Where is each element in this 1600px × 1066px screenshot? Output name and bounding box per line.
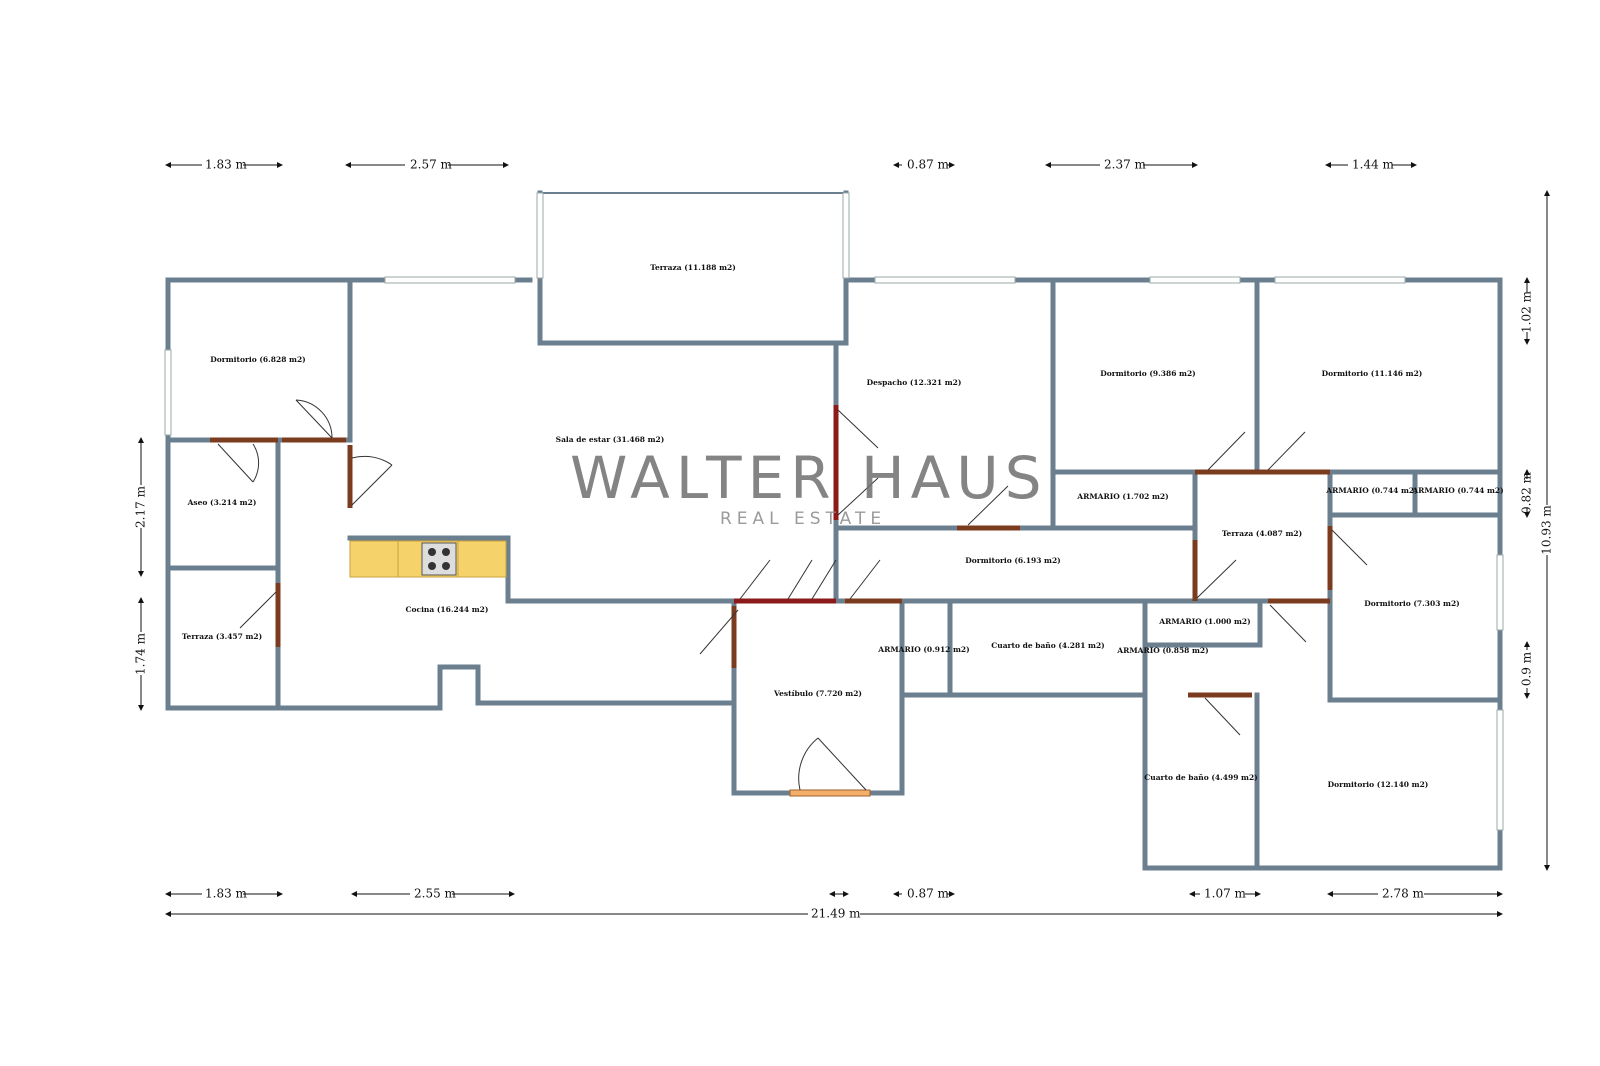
dim-bottom-4: 1.07 m: [1204, 887, 1247, 901]
room-sala: Sala de estar (31.468 m2): [556, 435, 665, 444]
dim-top-1: 1.83 m: [205, 158, 248, 172]
room-aseo: Aseo (3.214 m2): [187, 498, 257, 507]
stove-icon: [421, 542, 457, 576]
entry-mat: [789, 789, 871, 797]
room-labels: Terraza (11.188 m2) Dormitorio (6.828 m2…: [182, 263, 1504, 789]
dim-total-width: 21.49 m: [811, 907, 861, 921]
room-cocina: Cocina (16.244 m2): [406, 605, 489, 614]
dim-left-1: 2.17 m: [134, 485, 148, 528]
dim-right-1: 1.02 m: [1520, 290, 1534, 333]
room-terraza-mid: Terraza (4.087 m2): [1222, 529, 1302, 538]
dim-bottom-2: 2.55 m: [414, 887, 457, 901]
room-dormitorio-5: Dormitorio (7.303 m2): [1364, 599, 1459, 608]
room-armario-2: ARMARIO (0.744 m2): [1325, 486, 1417, 495]
room-armario-6: ARMARIO (0.858 m2): [1116, 646, 1208, 655]
dim-top-5: 1.44 m: [1352, 158, 1395, 172]
watermark-subtitle: REAL ESTATE: [720, 509, 886, 529]
room-dormitorio-6: Dormitorio (12.140 m2): [1328, 780, 1429, 789]
dim-bottom-1: 1.83 m: [205, 887, 248, 901]
dim-bottom-3: 0.87 m: [907, 887, 950, 901]
dim-bottom-5: 2.78 m: [1382, 887, 1425, 901]
room-dormitorio-4: Dormitorio (6.193 m2): [965, 556, 1060, 565]
dim-right-2: 0.82 m: [1520, 471, 1534, 514]
dim-top-2: 2.57 m: [410, 158, 453, 172]
doors: [210, 399, 1368, 797]
room-dormitorio-1: Dormitorio (6.828 m2): [210, 355, 305, 364]
kitchen-counter: [349, 540, 507, 578]
room-despacho: Despacho (12.321 m2): [867, 378, 962, 387]
room-dormitorio-2: Dormitorio (9.386 m2): [1100, 369, 1195, 378]
dim-total-height: 10.93 m: [1540, 505, 1554, 555]
room-armario-1: ARMARIO (1.702 m2): [1076, 492, 1168, 501]
dimensions: [138, 162, 1550, 917]
dim-top-3: 0.87 m: [907, 158, 950, 172]
dimension-labels: 1.83 m 2.57 m 0.87 m 2.37 m 1.44 m 1.83 …: [134, 158, 1554, 921]
watermark-title: WALTER HAUS: [570, 444, 1048, 512]
room-dormitorio-3: Dormitorio (11.146 m2): [1322, 369, 1423, 378]
dim-top-4: 2.37 m: [1104, 158, 1147, 172]
dim-left-2: 1.74 m: [134, 632, 148, 675]
room-terraza-left: Terraza (3.457 m2): [182, 632, 262, 641]
room-bano-1: Cuarto de baño (4.281 m2): [991, 641, 1104, 650]
room-terraza-top: Terraza (11.188 m2): [650, 263, 736, 272]
windows: [164, 192, 1504, 831]
room-bano-2: Cuarto de baño (4.499 m2): [1144, 773, 1257, 782]
room-vestibulo: Vestíbulo (7.720 m2): [773, 689, 862, 698]
watermark: WALTER HAUS REAL ESTATE: [570, 444, 1048, 529]
dim-right-3: 0.9 m: [1520, 651, 1534, 686]
room-armario-3: ARMARIO (0.744 m2): [1411, 486, 1503, 495]
room-armario-4: ARMARIO (1.000 m2): [1158, 617, 1250, 626]
room-armario-5: ARMARIO (0.912 m2): [877, 645, 969, 654]
